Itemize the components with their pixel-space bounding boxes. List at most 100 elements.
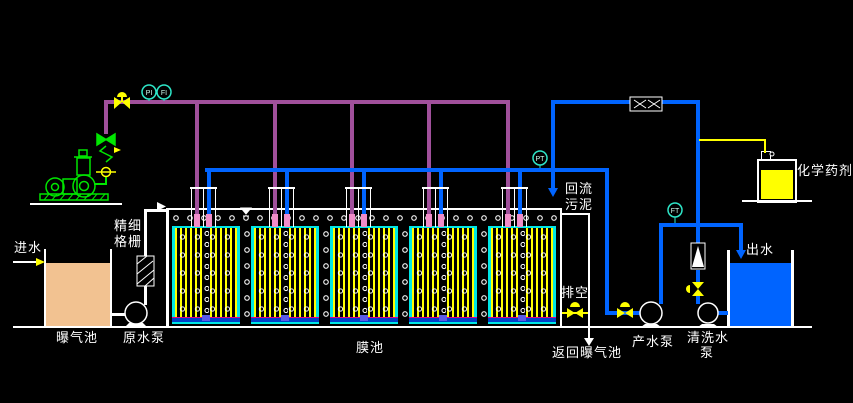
- flex-connector: [96, 147, 121, 178]
- cleaning-water-pump: [697, 302, 719, 327]
- chemical-tank-knob: [769, 151, 775, 157]
- raw-water-pump: [124, 301, 148, 327]
- chemical-agent-label: 化学药剂: [797, 163, 853, 178]
- cleaning-pump-label: 泵: [700, 345, 715, 360]
- cassette-riser-tubes: [268, 187, 295, 239]
- pump-to-screen-pipe: [144, 286, 147, 305]
- cassette-port: [518, 315, 526, 321]
- static-mixer: [629, 96, 663, 112]
- fine-screen-label: 格栅: [114, 234, 143, 249]
- inlet-label: 进水: [14, 240, 43, 255]
- fine-screen: [136, 255, 155, 287]
- raw-water-pump-label: 原水泵: [123, 330, 166, 345]
- permeate-drop-pipe: [207, 172, 211, 214]
- return-sludge-arrow: [548, 188, 558, 197]
- water-level-symbol: [239, 207, 253, 217]
- outlet-label: 出水: [746, 242, 775, 257]
- outlet-tank-inlet-pipe: [739, 227, 743, 250]
- membrane-tank-left-wall: [166, 208, 169, 327]
- blower-stack: [76, 157, 91, 176]
- return-channel-right-wall: [588, 213, 590, 327]
- aeration-tank-liquid: [46, 263, 110, 326]
- pressure-transmitter: [532, 150, 548, 166]
- top-transfer-pipe: [551, 100, 700, 104]
- permeate-drop-pipe: [285, 172, 289, 214]
- outlet-tank-left-wall: [727, 250, 730, 327]
- cassette-riser-tubes: [190, 187, 217, 239]
- cassette-port: [360, 315, 368, 321]
- cassette-port: [202, 315, 210, 321]
- return-channel-top-bar: [560, 213, 590, 215]
- outlet-inlet-arrow: [736, 250, 746, 259]
- flow-indicator: [156, 84, 172, 100]
- backwash-riser-pipe: [551, 100, 555, 188]
- chemical-dosing-line-drop: [764, 141, 766, 153]
- membrane-tank-label: 膜池: [356, 340, 385, 355]
- screen-riser-pipe: [144, 211, 147, 256]
- gate-valve: [96, 132, 116, 147]
- return-to-aeration-label: 返回曝气池: [552, 345, 623, 360]
- aeration-to-pump-pipe: [110, 313, 127, 316]
- flow-transmitter: [667, 202, 683, 218]
- cleaning-line-valve: [686, 282, 704, 296]
- air-drop-pipe: [195, 104, 199, 214]
- fine-screen-label: 精细: [114, 218, 143, 233]
- ground-line: [13, 326, 812, 328]
- permeate-drop-pipe: [439, 172, 443, 214]
- product-pump-suction-valve: [617, 302, 633, 318]
- product-water-pump: [639, 301, 663, 327]
- air-drop-pipe: [350, 104, 354, 214]
- chemical-tank-bench: [742, 200, 812, 202]
- product-pump-discharge-pipe: [659, 227, 663, 304]
- outlet-tank-right-wall: [791, 250, 794, 327]
- cassette-riser-tubes: [422, 187, 449, 239]
- product-pump-label: 产水泵: [632, 334, 675, 349]
- cleaning-riser-pipe: [696, 270, 700, 282]
- drain-label: 排空: [561, 285, 590, 300]
- ft-tag: FT: [671, 208, 680, 215]
- return-sludge-label: 回流: [565, 181, 594, 196]
- pi-tag: PI: [146, 90, 153, 97]
- inlet-arrow: [36, 258, 45, 266]
- inline-filter: [690, 242, 706, 270]
- tank-feed-arrow: [157, 202, 166, 211]
- outlet-tank-water: [730, 263, 791, 326]
- pt-tag: PT: [536, 156, 546, 163]
- air-blower: [39, 132, 116, 201]
- flow-tag: [114, 147, 121, 153]
- cleaning-pump-label: 清洗水: [687, 330, 730, 345]
- chemical-dosing-line: [699, 139, 766, 141]
- membrane-cassette: [251, 226, 319, 322]
- membrane-cassette: [330, 226, 398, 322]
- membrane-tank-right-wall: [560, 208, 562, 327]
- permeate-manifold-pipe: [205, 168, 609, 172]
- suction-downcomer-pipe: [605, 172, 609, 314]
- fi-tag: FI: [161, 90, 167, 97]
- cassette-riser-tubes: [501, 187, 528, 239]
- blower-discharge-pipe: [94, 176, 107, 185]
- membrane-cassette: [488, 226, 556, 322]
- instrument-bubbles: [141, 84, 683, 223]
- permeate-drop-pipe: [362, 172, 366, 214]
- blower-ground-line: [30, 203, 122, 205]
- cleaning-riser-pipe: [696, 296, 700, 304]
- air-drop-pipe: [427, 104, 431, 214]
- aeration-bubbles-column: [319, 226, 330, 322]
- aeration-bubbles-column: [398, 226, 409, 322]
- blower-motor: [45, 177, 65, 197]
- aeration-tank-label: 曝气池: [56, 330, 99, 345]
- inlet-line: [13, 261, 42, 263]
- membrane-cassette: [409, 226, 477, 322]
- cleaning-pump-suction-stub: [717, 311, 728, 315]
- permeate-drop-pipe: [518, 172, 522, 214]
- aeration-tank-left-wall: [44, 249, 46, 327]
- air-manifold-pipe: [104, 100, 510, 104]
- chemical-tank-liquid: [761, 170, 793, 199]
- air-drop-pipe: [506, 104, 510, 214]
- check-valve: [98, 145, 114, 163]
- cleaning-riser-pipe: [696, 100, 700, 243]
- air-drop-pipe: [273, 104, 277, 214]
- air-manifold-valve: [114, 92, 130, 109]
- cassette-riser-tubes: [345, 187, 372, 239]
